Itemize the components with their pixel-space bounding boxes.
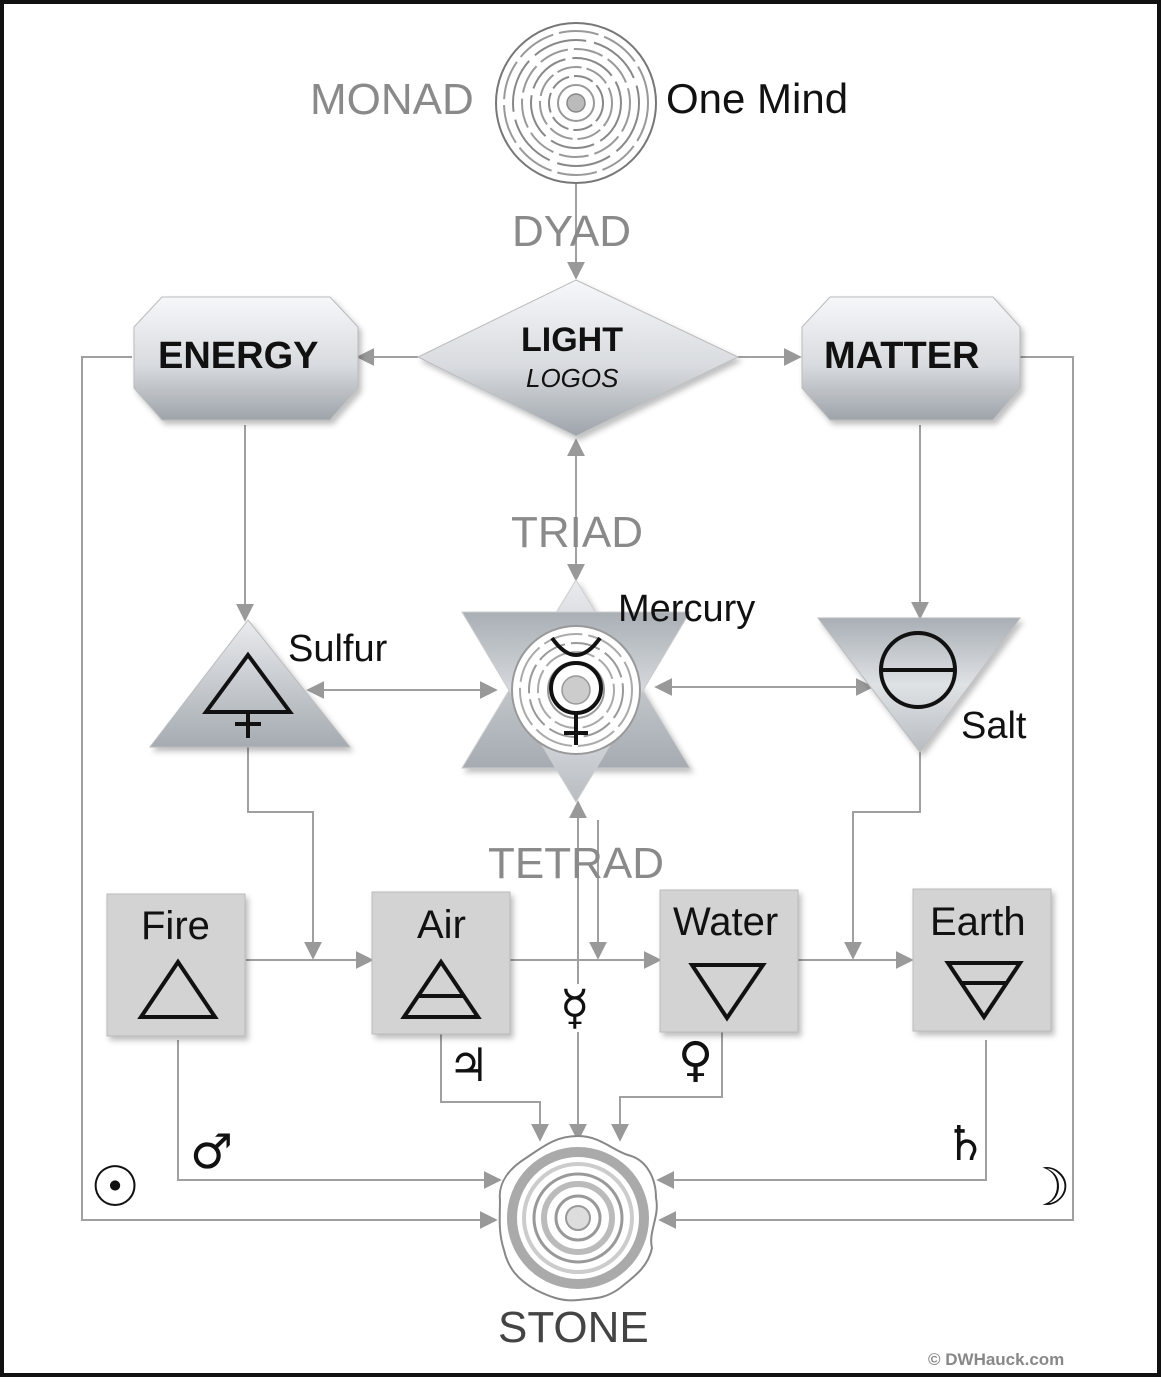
credit-text: © DWHauck.com [928, 1350, 1064, 1370]
connector-sulfur-air [248, 745, 313, 958]
light-subtitle: LOGOS [526, 365, 618, 391]
air-label: Air [417, 905, 466, 945]
triad-label: TRIAD [511, 511, 643, 555]
mars-icon: ♂ [190, 1128, 233, 1176]
sulfur-label: Sulfur [288, 630, 387, 668]
moon-icon: ☽ [1024, 1162, 1071, 1214]
saturn-icon: ♄ [944, 1120, 987, 1168]
mercury-label: Mercury [618, 590, 755, 628]
earth-label: Earth [930, 902, 1026, 942]
one-mind-label: One Mind [666, 78, 848, 120]
salt-label: Salt [961, 707, 1026, 745]
connector-salt-earth [853, 752, 920, 958]
light-title: LIGHT [521, 323, 623, 357]
monad-label: MONAD [310, 78, 474, 122]
tetrad-label: TETRAD [488, 842, 664, 886]
dyad-label: DYAD [512, 210, 631, 254]
water-label: Water [673, 902, 778, 942]
jupiter-icon: ♃ [448, 1042, 489, 1088]
sun-icon: ☉ [90, 1160, 140, 1216]
energy-label: ENERGY [158, 337, 318, 375]
venus-icon: ♀ [678, 1036, 713, 1084]
mercury-planet-icon: ☿ [560, 984, 589, 1032]
stone-icon [500, 1136, 657, 1300]
stone-label: STONE [498, 1306, 649, 1350]
connector-energy-stone [82, 357, 496, 1220]
fire-label: Fire [141, 906, 210, 946]
monad-icon [496, 23, 656, 183]
matter-label: MATTER [824, 337, 980, 375]
